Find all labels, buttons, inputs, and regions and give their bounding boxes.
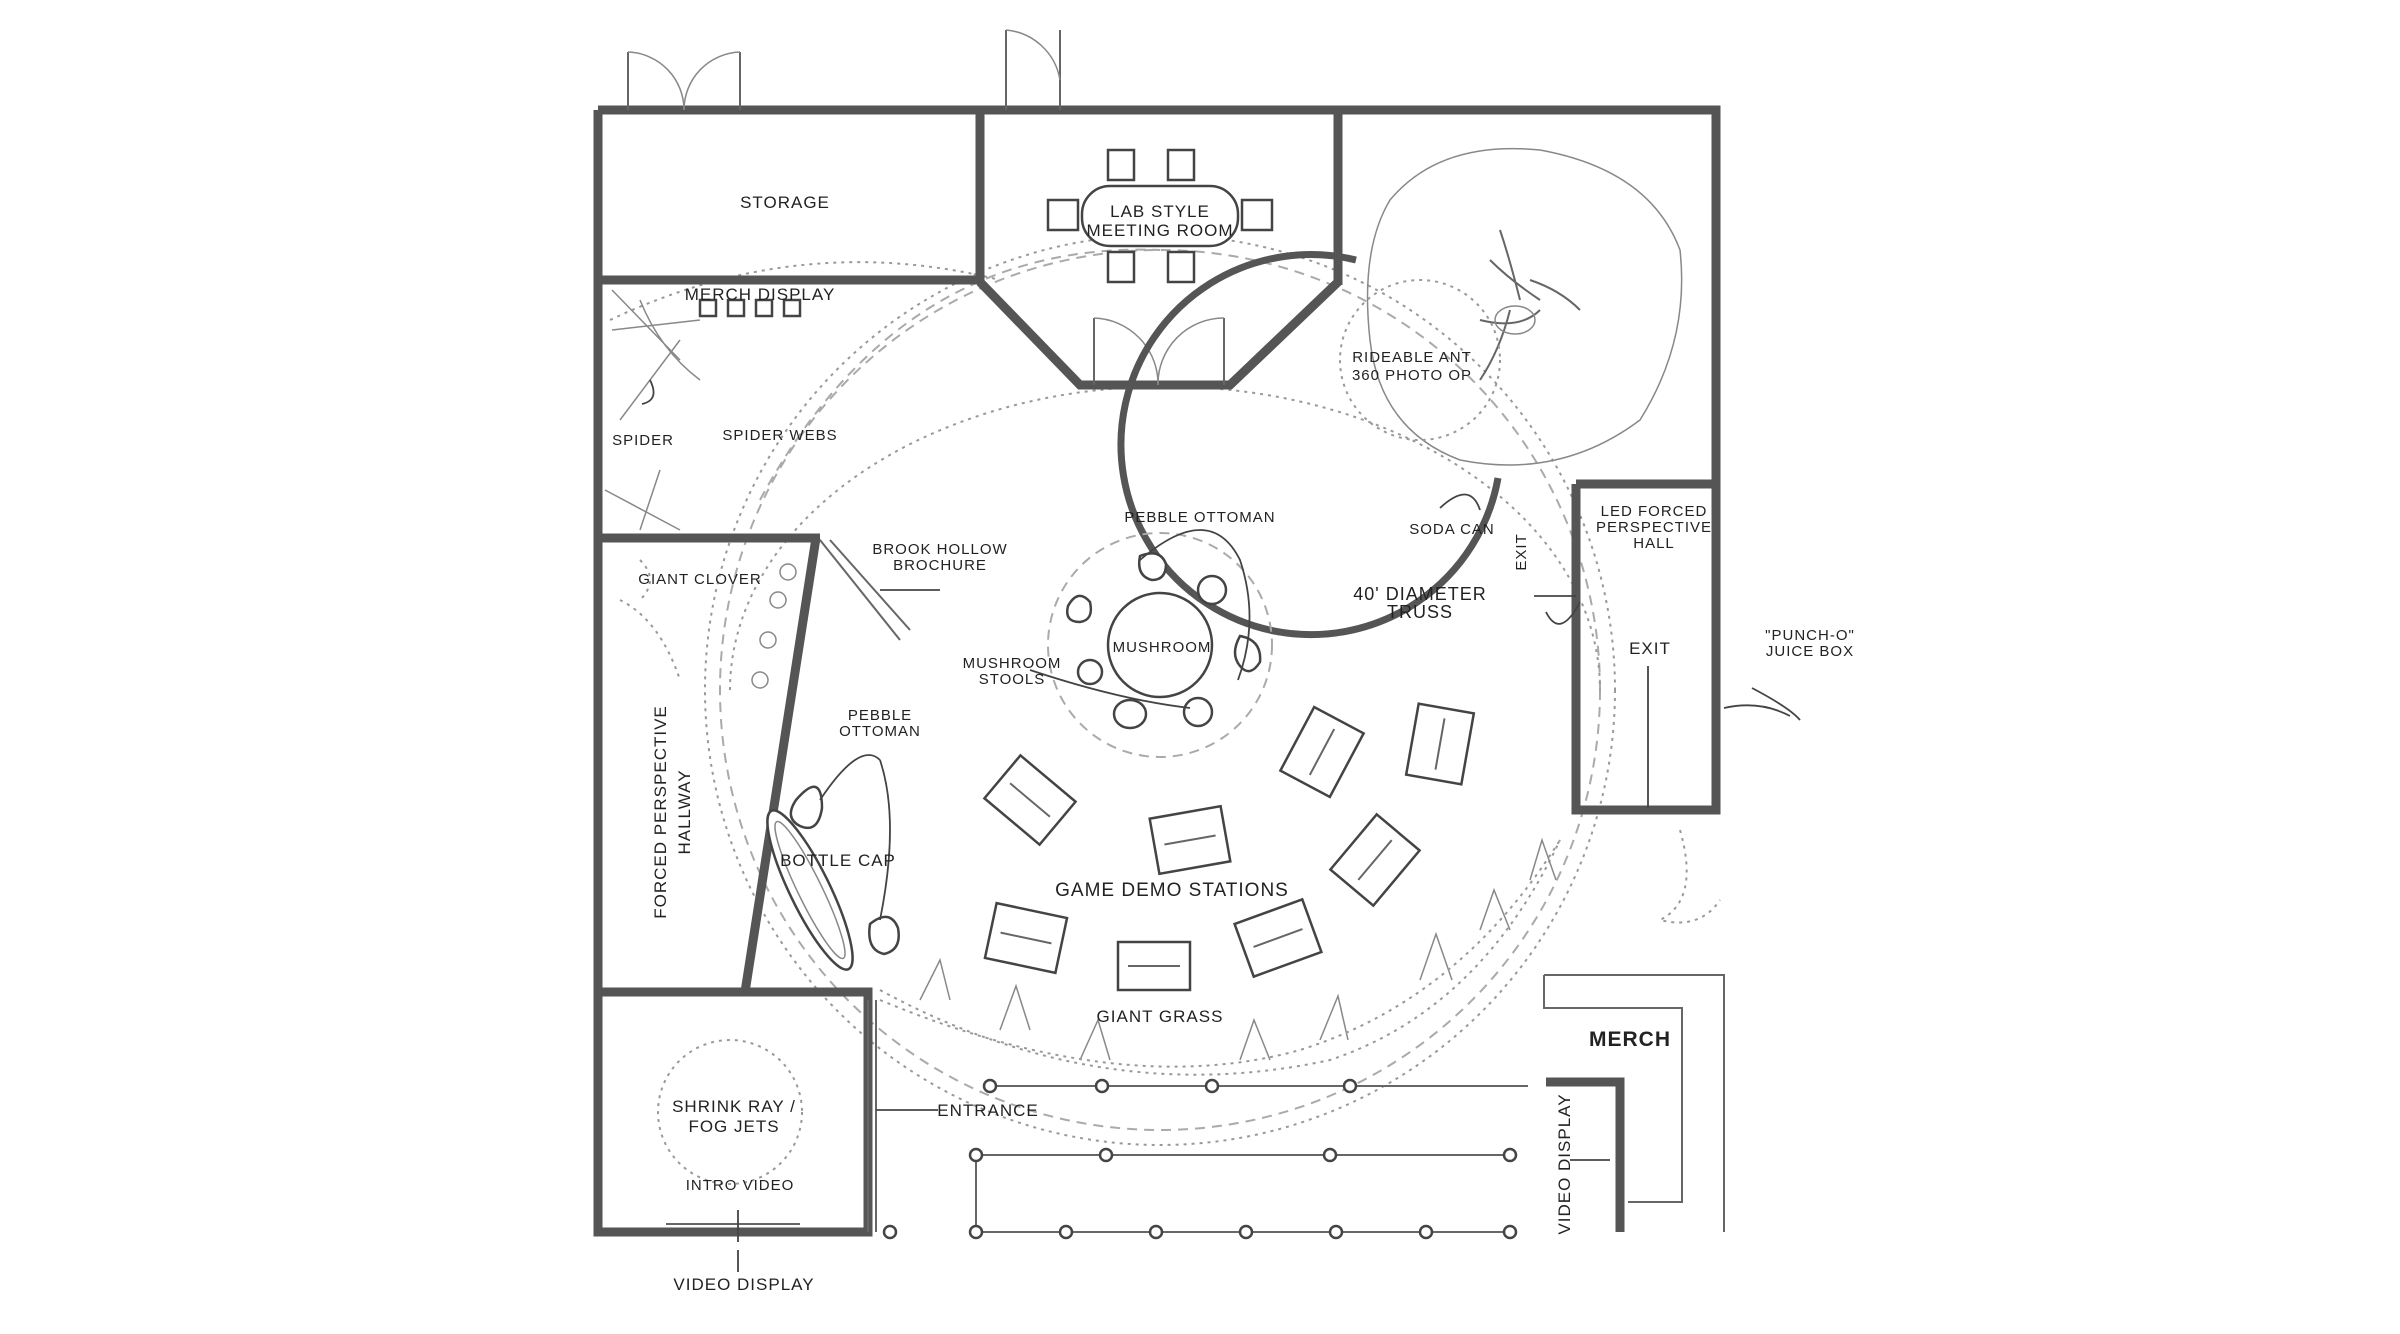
label-mushroom-stools-1: MUSHROOM [963, 655, 1062, 672]
label-entrance: ENTRANCE [937, 1101, 1039, 1120]
label-mushroom-stools-2: STOOLS [979, 671, 1046, 688]
label-giant-clover: GIANT CLOVER [638, 571, 761, 588]
label-merch: MERCH [1589, 1028, 1671, 1051]
label-brook-hollow-2: BROCHURE [893, 557, 987, 574]
shrink-ray-room [657, 1000, 877, 1232]
label-pebble-ottoman-top: PEBBLE OTTOMAN [1124, 509, 1275, 526]
label-forced-hallway-1: FORCED PERSPECTIVE [651, 705, 670, 919]
label-soda-can: SODA CAN [1409, 521, 1495, 538]
label-rideable-ant-2: 360 PHOTO OP [1352, 367, 1472, 384]
giant-grass-border [879, 837, 1561, 1076]
top-doors [627, 29, 1225, 386]
game-demo-stations [982, 702, 1476, 992]
label-video-display-right: VIDEO DISPLAY [1555, 1093, 1574, 1234]
label-rideable-ant-1: RIDEABLE ANT [1352, 349, 1472, 366]
label-pebble-ottoman-left-2: OTTOMAN [839, 723, 921, 740]
merch-display-shelves [604, 289, 802, 531]
label-exit-vertical: EXIT [1513, 533, 1530, 570]
label-storage: STORAGE [740, 193, 830, 212]
ant-photo-op [1117, 147, 1683, 639]
label-shrink-ray-2: FOG JETS [688, 1117, 779, 1136]
label-video-display-bottom: VIDEO DISPLAY [673, 1275, 814, 1294]
label-meeting-room-2: MEETING ROOM [1086, 221, 1233, 240]
label-shrink-ray-1: SHRINK RAY / [672, 1097, 796, 1116]
label-meeting-room-1: LAB STYLE [1110, 202, 1210, 221]
room-labels: STORAGE LAB STYLE MEETING ROOM MERCH DIS… [612, 193, 1855, 1294]
label-bottle-cap: BOTTLE CAP [780, 851, 896, 870]
label-exit: EXIT [1629, 639, 1671, 658]
label-mushroom: MUSHROOM [1113, 639, 1212, 656]
label-brook-hollow-1: BROOK HOLLOW [872, 541, 1007, 558]
label-led-hall-1: LED FORCED [1601, 503, 1708, 520]
meeting-table [1046, 148, 1274, 284]
label-giant-grass: GIANT GRASS [1097, 1007, 1224, 1026]
leader-lines [641, 379, 1801, 1272]
label-merch-display: MERCH DISPLAY [685, 285, 836, 304]
label-truss-1: 40' DIAMETER [1353, 584, 1486, 604]
label-led-hall-2: PERSPECTIVE [1596, 519, 1712, 536]
outer-walls [593, 105, 1721, 1237]
mushroom-area [1029, 529, 1273, 758]
label-spider: SPIDER [612, 432, 674, 449]
label-intro-video: INTRO VIDEO [686, 1177, 795, 1194]
label-forced-hallway-2: HALLWAY [675, 769, 694, 854]
label-game-demo: GAME DEMO STATIONS [1055, 880, 1289, 901]
label-spider-webs: SPIDER WEBS [722, 427, 837, 444]
merch-counter [1543, 829, 1725, 1232]
label-juice-box-1: "PUNCH-O" [1765, 627, 1855, 644]
left-features [619, 539, 911, 971]
label-juice-box-2: JUICE BOX [1766, 643, 1854, 660]
label-truss-2: TRUSS [1387, 602, 1453, 622]
label-led-hall-3: HALL [1633, 535, 1675, 552]
label-pebble-ottoman-left-1: PEBBLE [848, 707, 912, 724]
entrance-stanchions [882, 1078, 1528, 1240]
